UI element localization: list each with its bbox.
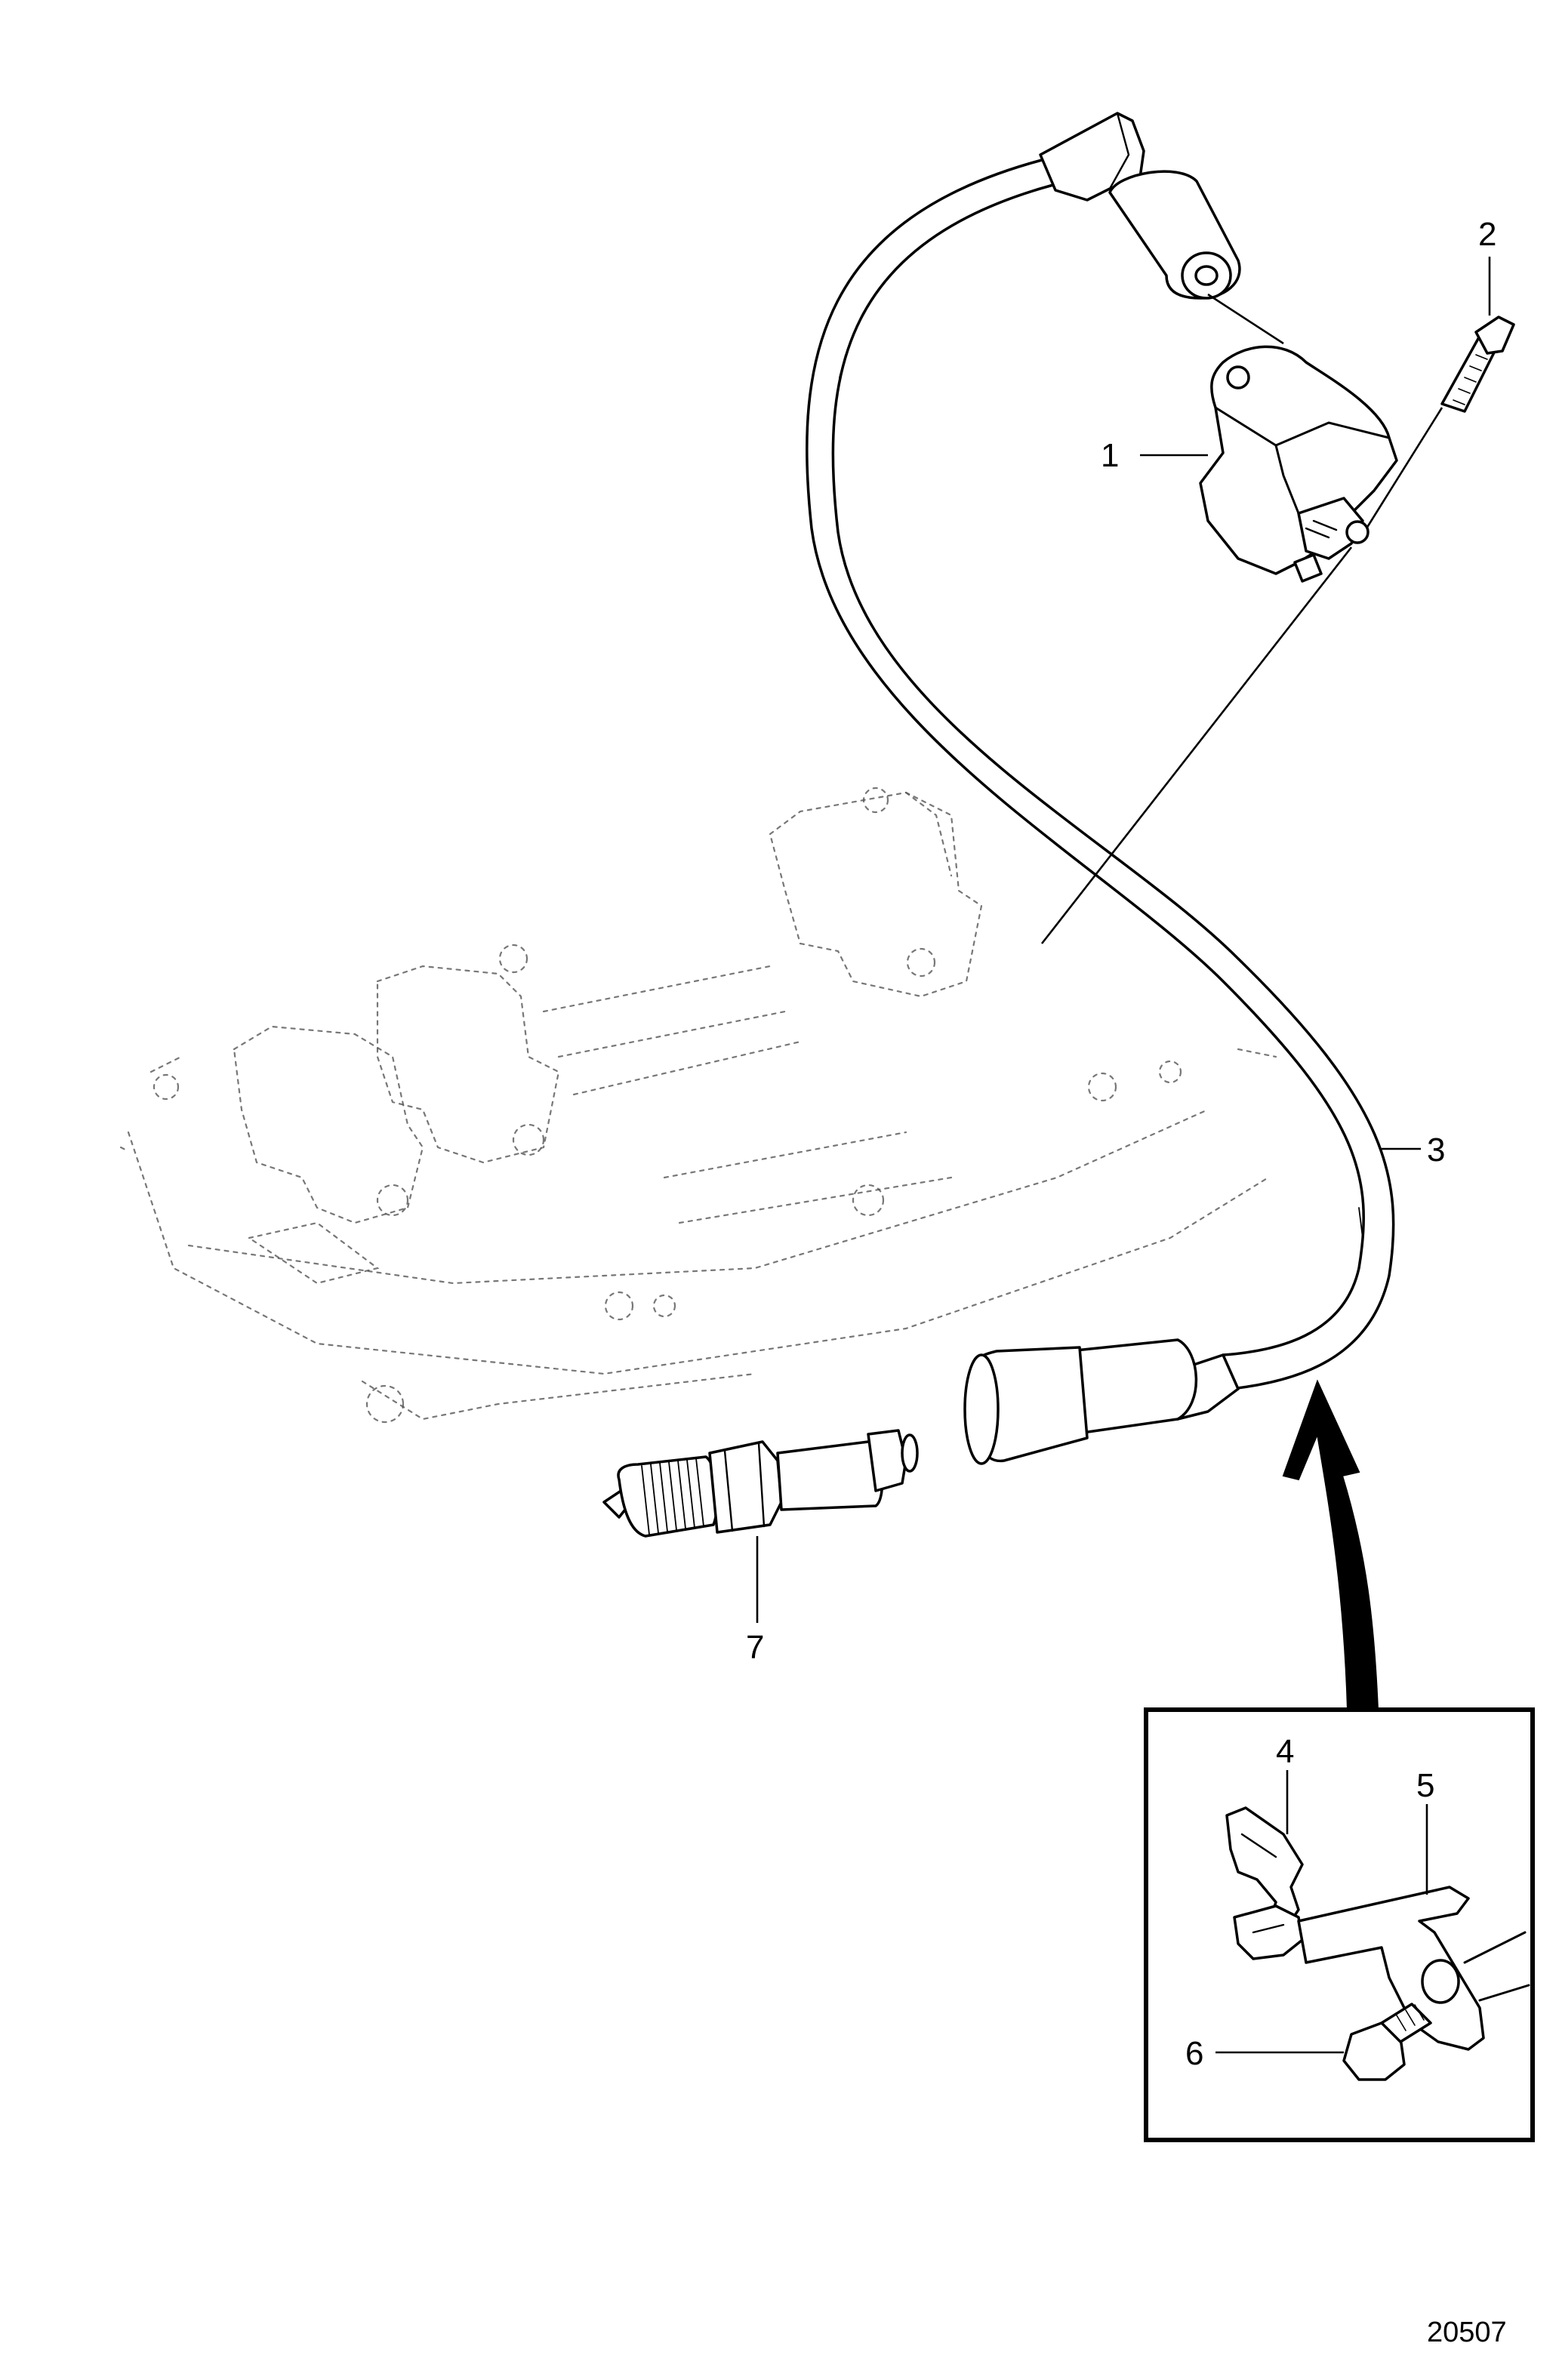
callout-5: 5 <box>1416 1767 1434 1804</box>
ignition-lead <box>806 112 1395 1465</box>
callout-3: 3 <box>1427 1132 1445 1168</box>
callout-2: 2 <box>1478 216 1496 253</box>
callout-1: 1 <box>1101 437 1119 474</box>
leader-screw-to-coil <box>1365 407 1443 529</box>
spark-plug <box>602 1429 919 1538</box>
callout-7: 7 <box>746 1629 764 1666</box>
callout-leaders <box>756 257 1491 2054</box>
callout-6: 6 <box>1185 2035 1203 2072</box>
leader-coil-to-boot <box>1207 293 1284 345</box>
detail-inset <box>1144 1707 1535 2142</box>
leader-coil-to-head <box>1040 547 1353 944</box>
callout-labels: 1 2 3 4 5 6 7 <box>746 216 1496 2072</box>
engine-background-ghost <box>119 787 1277 1424</box>
coil-screw <box>1440 316 1515 413</box>
callout-4: 4 <box>1276 1733 1294 1770</box>
detail-arrow <box>1282 1379 1379 1710</box>
ignition-coil <box>1199 345 1398 583</box>
reference-number: 20507 <box>1427 2317 1507 2348</box>
